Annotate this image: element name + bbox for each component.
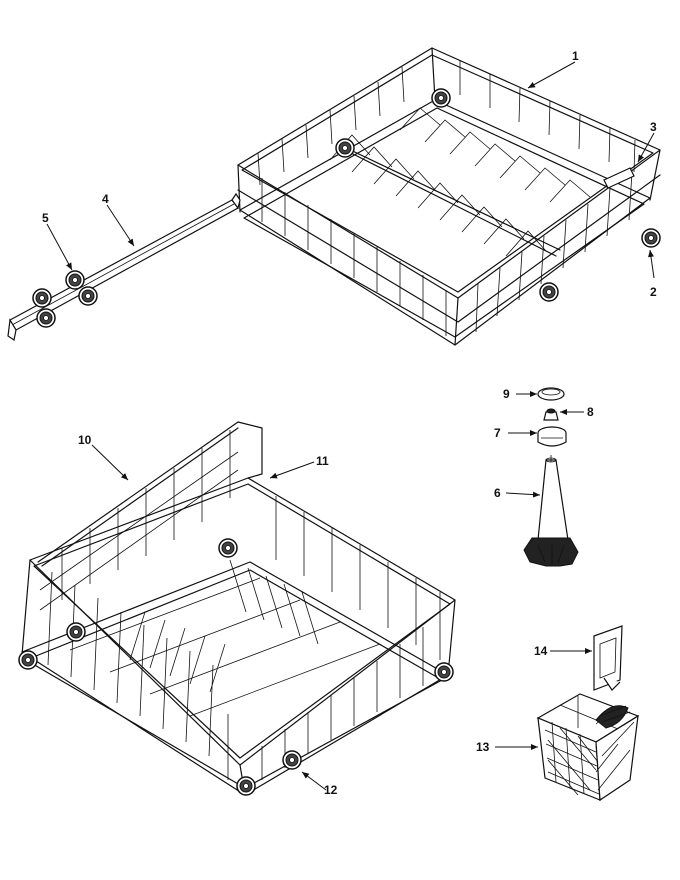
callout-14: 14 — [534, 644, 548, 658]
rack-track — [7, 192, 241, 341]
callout-7: 7 — [494, 426, 501, 440]
callout-9: 9 — [503, 387, 510, 401]
spray-assembly — [523, 387, 579, 567]
callout-10: 10 — [78, 433, 92, 447]
callout-12: 12 — [324, 783, 338, 797]
callout-6: 6 — [494, 486, 501, 500]
callout-11: 11 — [316, 454, 329, 468]
leader-lines — [46, 61, 655, 791]
callout-13: 13 — [476, 740, 490, 754]
basket-holder — [593, 625, 623, 691]
callout-4: 4 — [102, 192, 109, 206]
callout-labels: 1 2 3 4 5 6 7 8 9 10 11 12 13 14 — [42, 49, 657, 797]
callout-8: 8 — [587, 405, 594, 419]
callout-5: 5 — [42, 211, 49, 225]
upper-rack — [237, 47, 661, 346]
callout-3: 3 — [650, 120, 657, 134]
lower-rack — [18, 421, 456, 796]
silverware-basket — [536, 693, 640, 802]
callout-1: 1 — [572, 49, 579, 63]
callout-2: 2 — [650, 285, 657, 299]
